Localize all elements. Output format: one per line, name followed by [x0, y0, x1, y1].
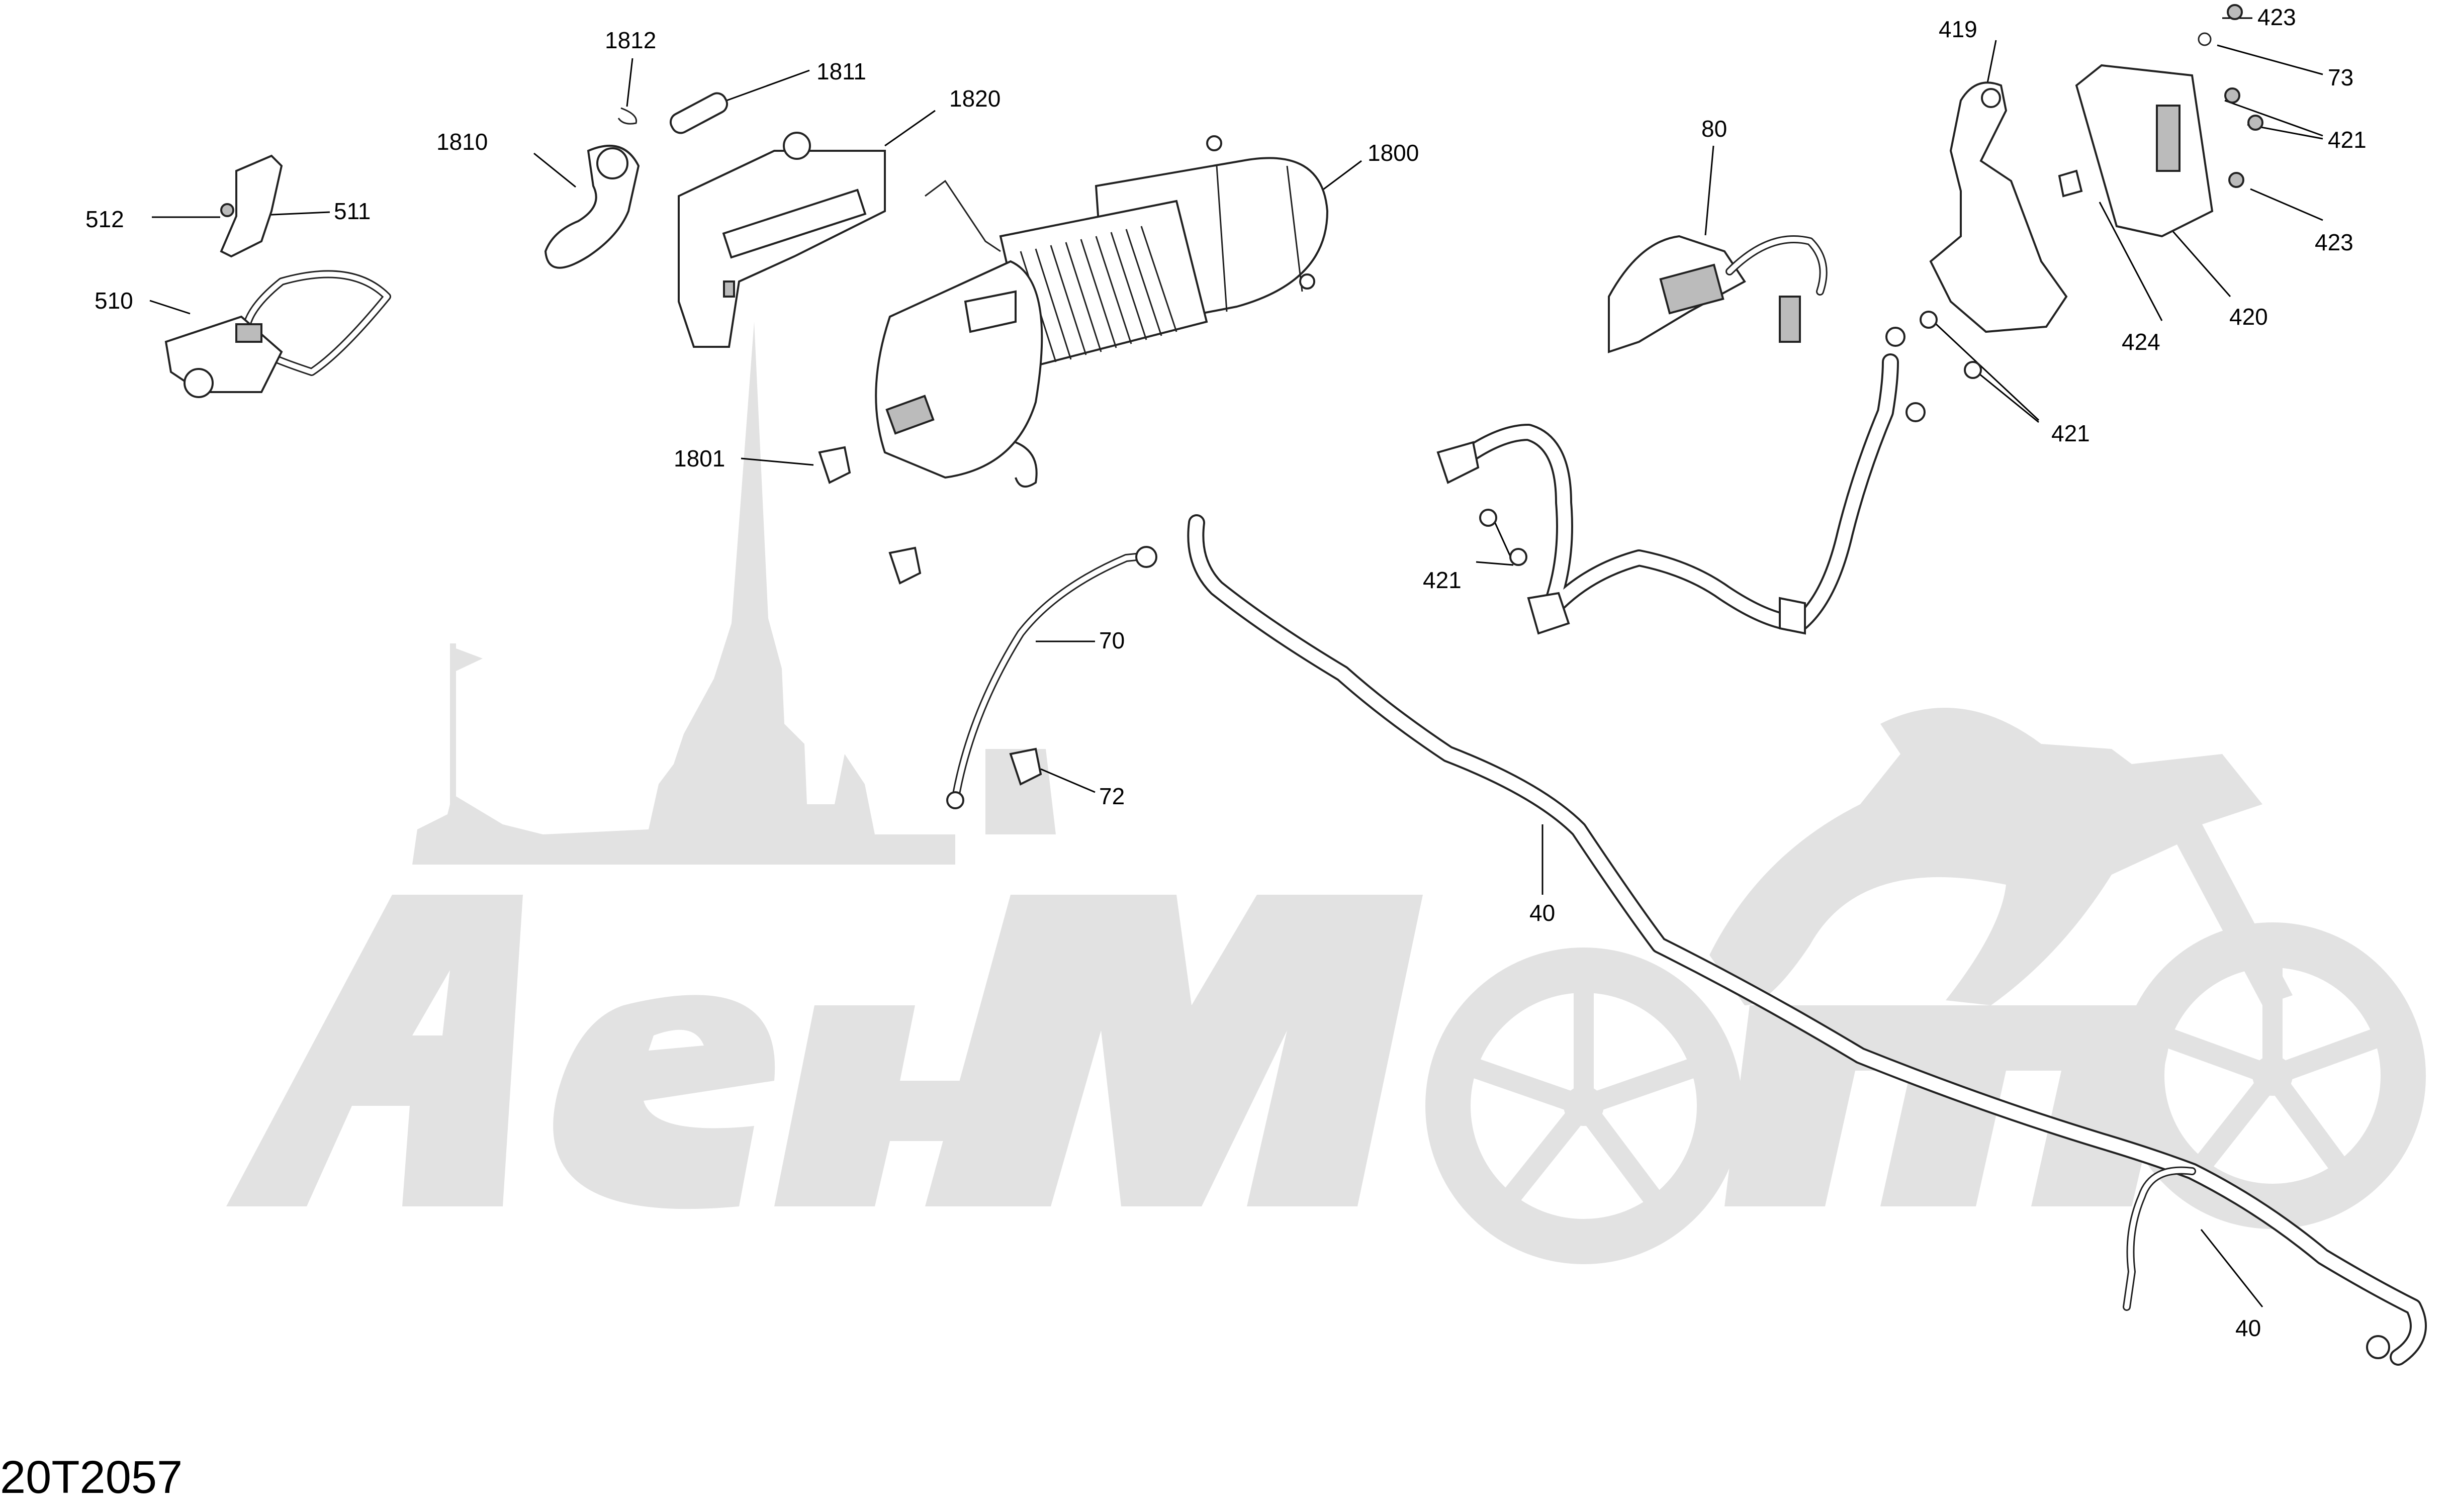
- callout-421-a: 421: [2328, 127, 2367, 153]
- module-420: [2075, 64, 2214, 238]
- nut-421-c-1: [1479, 509, 1497, 527]
- bolt-424: [2058, 169, 2083, 198]
- callout-423-b: 423: [2315, 229, 2353, 255]
- callout-420: 420: [2229, 304, 2268, 330]
- watermark-spire: [412, 322, 955, 865]
- diagram-code: 20T2057: [0, 1452, 183, 1503]
- watermark-letter-5: [1724, 1005, 2169, 1206]
- contactor-harness-80: [1608, 235, 1828, 353]
- nut-421-b-1: [1920, 311, 1938, 329]
- watermark-spokes-left: [1465, 985, 1703, 1213]
- watermark-letter-4: [925, 895, 1423, 1206]
- watermark-spokes-right: [2158, 960, 2387, 1178]
- nut-423-a: [2227, 4, 2243, 20]
- clip-1812: [617, 107, 638, 125]
- callout-423-a: 423: [2257, 4, 2296, 30]
- pin-1811: [669, 92, 729, 134]
- callout-labels: 1812 1811 1820 1810 1800 512 511 510 180…: [85, 4, 2367, 1341]
- washer-73: [2198, 32, 2212, 46]
- callout-1812: 1812: [605, 27, 656, 53]
- nut-421-b-2: [1964, 361, 1982, 379]
- callout-1820: 1820: [949, 85, 1001, 112]
- callout-70: 70: [1099, 627, 1125, 653]
- fairlead-bracket-1820: [678, 150, 886, 348]
- callout-1811: 1811: [816, 58, 866, 84]
- callout-1810: 1810: [436, 129, 488, 155]
- rocker-switch-510: [164, 315, 283, 393]
- leader-lines: [149, 17, 2323, 1307]
- callout-1800: 1800: [1368, 140, 1419, 166]
- watermark-motorcycle-frame: [1709, 708, 2293, 1005]
- callout-419: 419: [1939, 16, 1977, 42]
- watermark-wheel-left: [1425, 948, 1742, 1264]
- watermark-flagpole: [450, 643, 456, 814]
- bolt-1801-a: [818, 446, 851, 484]
- clutch-lever: [925, 179, 1001, 252]
- nut-421-c-2: [1509, 548, 1527, 566]
- callout-73: 73: [2328, 64, 2353, 90]
- watermark-letter-2: [553, 995, 775, 1209]
- cable-70: [951, 551, 1155, 803]
- nut-421-a-1: [2224, 87, 2240, 104]
- hook-assembly: [544, 92, 729, 269]
- callout-421-b: 421: [2051, 420, 2090, 446]
- callout-40-a: 40: [1529, 900, 1555, 926]
- callout-511: 511: [334, 198, 371, 224]
- callout-424: 424: [2122, 329, 2160, 355]
- callout-80: 80: [1701, 116, 1727, 142]
- watermark-letter-1: [226, 895, 523, 1206]
- callout-1801: 1801: [674, 445, 725, 471]
- callout-72: 72: [1099, 783, 1125, 809]
- mount-bracket-511: [220, 154, 283, 258]
- winch-label: [885, 395, 935, 435]
- callout-510: 510: [95, 288, 133, 314]
- nut-421-a-2: [2247, 115, 2263, 131]
- bolt-1801-b: [888, 546, 922, 585]
- watermark-logo: [226, 322, 2426, 1264]
- bracket-419: [1929, 81, 2068, 333]
- bolt-72: [1009, 747, 1042, 786]
- callout-512: 512: [85, 206, 124, 232]
- remote-switch-assembly: [164, 154, 391, 398]
- winch-1800: [875, 135, 1329, 488]
- nut-423-b: [2228, 172, 2244, 188]
- callout-421-c: 421: [1423, 567, 1462, 593]
- callout-40-b: 40: [2235, 1315, 2261, 1341]
- watermark-flag: [456, 648, 483, 671]
- switch-knob: [184, 368, 214, 398]
- screw-512: [220, 203, 234, 217]
